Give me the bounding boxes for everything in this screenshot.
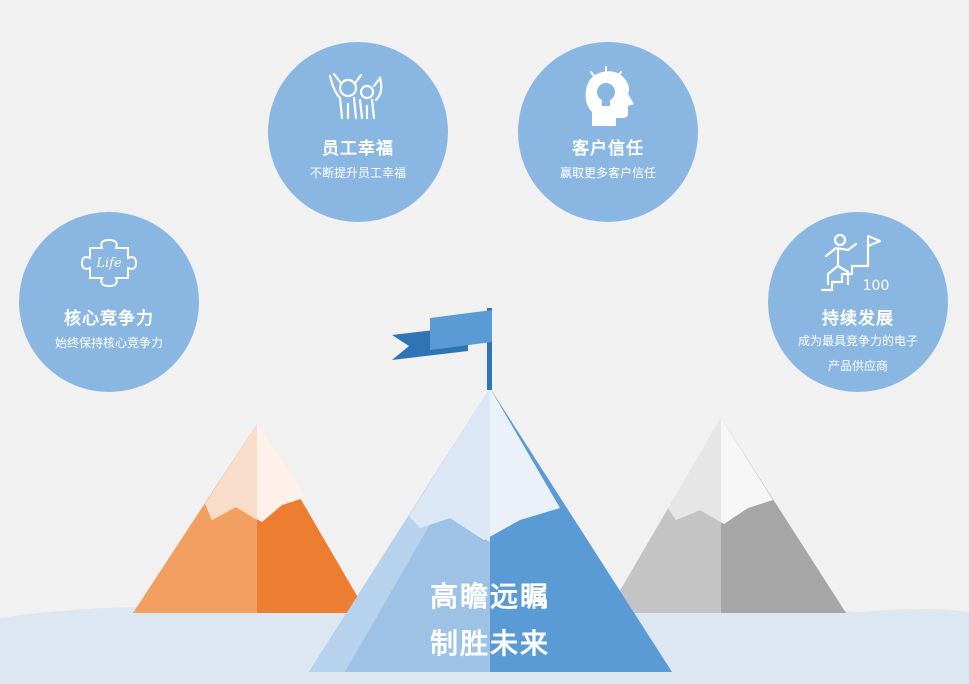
circle-core-competitiveness: Life 核心竞争力 始终保持核心竞争力 xyxy=(19,212,199,392)
circle-title: 持续发展 xyxy=(822,309,894,329)
left-mountain xyxy=(133,424,367,613)
circle-employee-happiness: 员工幸福 不断提升员工幸福 xyxy=(268,42,448,222)
circle-title: 客户信任 xyxy=(572,139,644,159)
people-cheering-icon xyxy=(328,72,383,120)
slogan-line-1: 高瞻远瞩 xyxy=(429,580,550,613)
summit-flag xyxy=(392,308,492,390)
circle-subtitle: 始终保持核心竞争力 xyxy=(54,336,163,350)
circle-subtitle: 赢取更多客户信任 xyxy=(559,166,656,180)
slogan-line-2: 制胜未来 xyxy=(429,627,550,660)
circle-title: 员工幸福 xyxy=(322,139,394,159)
center-mountain xyxy=(309,388,672,672)
circle-subtitle-line-2: 产品供应商 xyxy=(827,359,888,373)
circle-title: 核心竞争力 xyxy=(64,309,154,329)
right-mountain xyxy=(607,418,846,613)
circle-sustainable-growth: 100 持续发展 成为最具竞争力的电子 产品供应商 xyxy=(768,212,948,392)
climber-flag-icon: 100 xyxy=(820,233,890,292)
circle-customer-trust: 客户信任 赢取更多客户信任 xyxy=(518,42,698,222)
circle-subtitle: 不断提升员工幸福 xyxy=(309,166,406,180)
head-lightbulb-icon xyxy=(585,66,634,126)
hundred-icon-text: 100 xyxy=(863,278,890,292)
life-puzzle-icon: Life xyxy=(80,238,138,288)
circle-subtitle-line-1: 成为最具竞争力的电子 xyxy=(797,334,918,348)
life-icon-text: Life xyxy=(95,256,122,271)
